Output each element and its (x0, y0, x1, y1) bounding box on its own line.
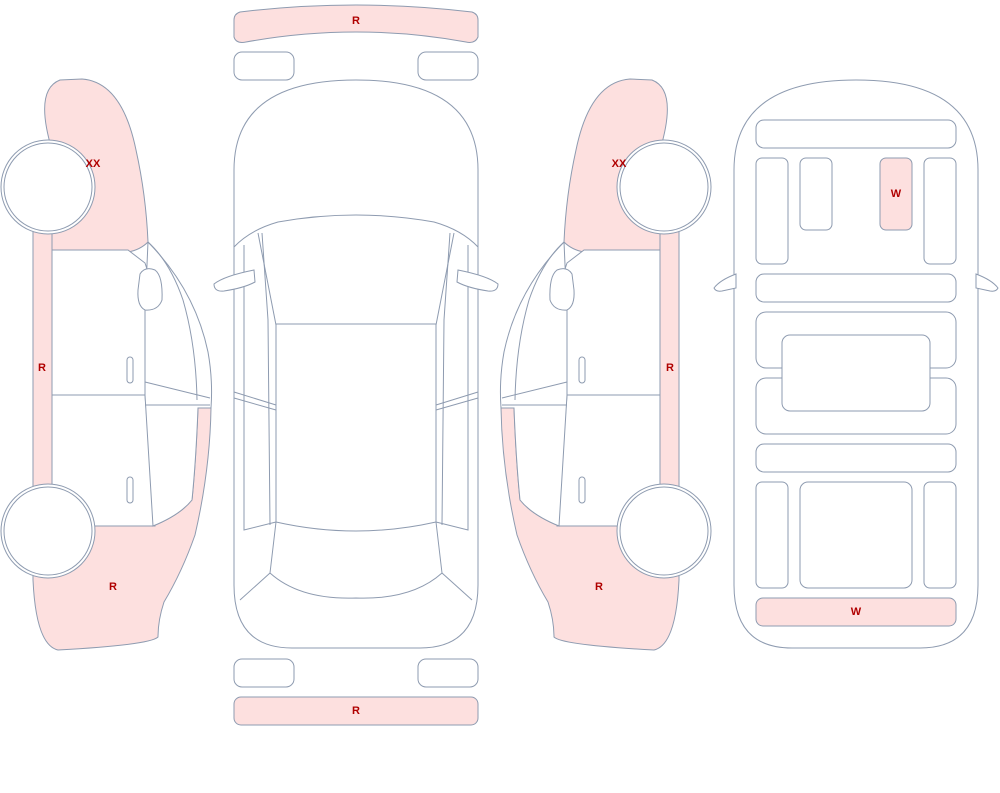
left-rear-door-handle (126, 476, 134, 504)
right-rear-door-handle (578, 476, 586, 504)
left-mirror (137, 268, 163, 311)
top-body (233, 79, 479, 649)
rear-seat (799, 481, 913, 589)
center-console (781, 334, 931, 412)
right-mirror (549, 268, 575, 311)
interior-view: W W (713, 79, 999, 649)
left-front-fender-label: XX (86, 158, 101, 170)
dashboard (755, 119, 957, 149)
right-door-glass (499, 240, 568, 527)
right-side-view (499, 78, 712, 651)
left-rear-door-panel (755, 481, 789, 589)
left-rear-wheel-inner (3, 486, 93, 576)
front-bumper-label: R (352, 15, 360, 27)
rear-window (269, 521, 443, 599)
front-bumper[interactable] (233, 4, 479, 43)
rear-bumper-label: R (352, 705, 360, 717)
left-front-door-handle (126, 356, 134, 384)
rear-panel[interactable] (755, 597, 957, 627)
rear-bumper[interactable] (233, 696, 479, 726)
driver-seat (799, 157, 833, 231)
right-taillight (417, 658, 479, 688)
interior-right-mirror (975, 273, 999, 292)
left-front-door-panel (755, 157, 789, 265)
left-rear-quarter-label: R (109, 581, 117, 593)
top-left-mirror (213, 269, 256, 292)
passenger-seat[interactable] (879, 157, 913, 231)
right-front-door-handle (578, 356, 586, 384)
rear-panel-label: W (851, 606, 862, 618)
rear-floor (755, 443, 957, 473)
top-right-mirror (456, 269, 499, 292)
right-front-fender-label: XX (612, 158, 627, 170)
right-rocker-label: R (666, 362, 674, 374)
right-rear-quarter-label: R (595, 581, 603, 593)
right-front-wheel-inner (619, 142, 709, 232)
right-rear-wheel-inner (619, 486, 709, 576)
left-side-view: XX R R (0, 78, 213, 651)
left-door-glass (144, 240, 213, 527)
left-front-wheel-inner (3, 142, 93, 232)
right-front-door-panel (923, 157, 957, 265)
top-view: R R (213, 4, 499, 726)
left-headlight (233, 51, 295, 81)
right-headlight (417, 51, 479, 81)
interior-left-mirror (713, 273, 737, 292)
left-taillight (233, 658, 295, 688)
left-rocker-label: R (38, 362, 46, 374)
front-floor (755, 273, 957, 303)
passenger-seat-label: W (891, 188, 902, 200)
windshield (233, 214, 479, 248)
right-rear-door-panel (923, 481, 957, 589)
